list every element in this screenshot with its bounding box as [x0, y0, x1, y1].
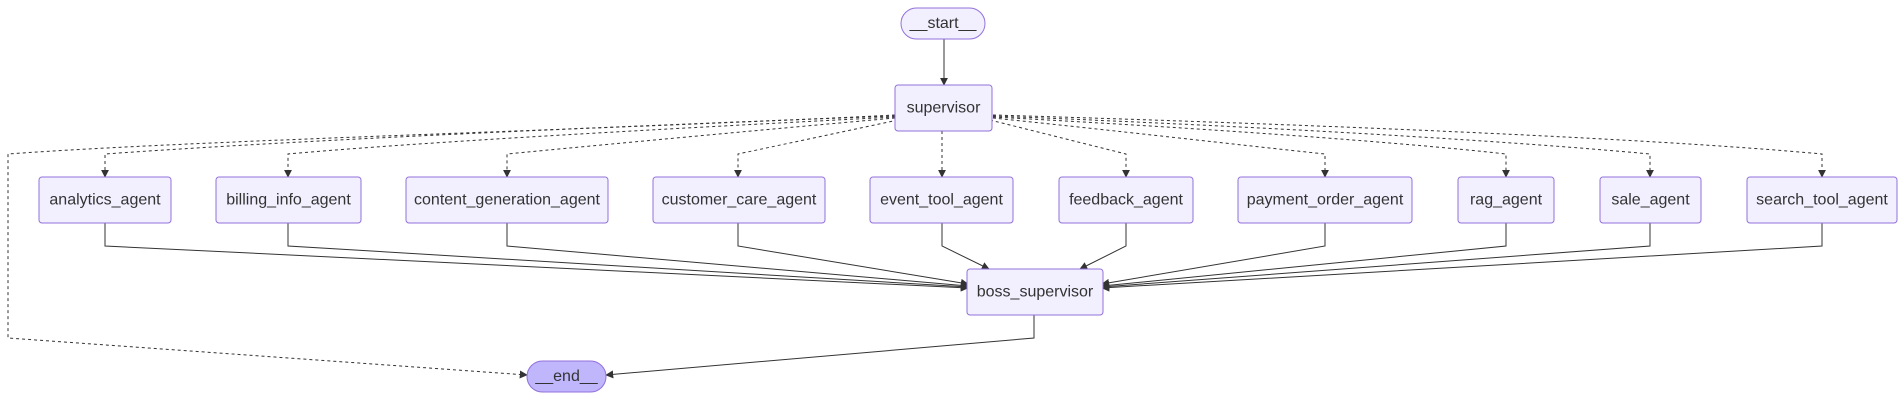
edge-payment-order-agent-boss-supervisor — [1101, 223, 1326, 287]
edge-supervisor-end — [7, 114, 896, 379]
edge-search-tool-agent-boss-supervisor — [1101, 223, 1823, 292]
node-boss-supervisor-label: boss_supervisor — [977, 284, 1094, 301]
node-feedback-agent-label: feedback_agent — [1069, 192, 1183, 209]
edge-feedback-agent-boss-supervisor — [1079, 223, 1127, 270]
edge-boss-supervisor-end — [605, 315, 1035, 379]
node-event-tool-agent-label: event_tool_agent — [880, 192, 1003, 209]
edge-billing-info-agent-boss-supervisor — [287, 223, 969, 291]
edge-event-tool-agent-boss-supervisor — [941, 223, 990, 270]
node-sale-agent[interactable]: sale_agent — [1599, 176, 1702, 224]
node-search-tool-agent-label: search_tool_agent — [1756, 192, 1888, 209]
node-billing-info-agent-label: billing_info_agent — [226, 192, 351, 209]
node-end[interactable]: __end__ — [526, 360, 607, 393]
edge-supervisor-content-generation-agent — [503, 117, 896, 178]
node-boss-supervisor[interactable]: boss_supervisor — [966, 268, 1104, 316]
node-start-label: __start__ — [909, 15, 978, 32]
node-sale-agent-label: sale_agent — [1611, 192, 1690, 209]
edge-supervisor-analytics-agent — [101, 115, 896, 178]
edge-supervisor-customer-care-agent — [734, 119, 899, 178]
node-content-generation-agent-label: content_generation_agent — [414, 192, 600, 209]
node-payment-order-agent[interactable]: payment_order_agent — [1237, 176, 1413, 224]
edge-rag-agent-boss-supervisor — [1101, 223, 1507, 290]
node-rag-agent[interactable]: rag_agent — [1457, 176, 1555, 224]
node-search-tool-agent[interactable]: search_tool_agent — [1746, 176, 1898, 224]
node-content-generation-agent[interactable]: content_generation_agent — [405, 176, 609, 224]
edge-supervisor-sale-agent — [992, 115, 1654, 178]
edge-sale-agent-boss-supervisor — [1101, 223, 1651, 291]
edge-supervisor-billing-info-agent — [284, 116, 896, 178]
node-rag-agent-label: rag_agent — [1470, 192, 1543, 209]
node-start[interactable]: __start__ — [900, 7, 986, 40]
node-payment-order-agent-label: payment_order_agent — [1247, 192, 1404, 209]
edge-customer-care-agent-boss-supervisor — [737, 223, 969, 287]
edge-analytics-agent-boss-supervisor — [104, 223, 969, 292]
node-billing-info-agent[interactable]: billing_info_agent — [215, 176, 362, 224]
node-feedback-agent[interactable]: feedback_agent — [1058, 176, 1194, 224]
node-event-tool-agent[interactable]: event_tool_agent — [869, 176, 1014, 224]
edges — [7, 39, 1826, 379]
node-supervisor-label: supervisor — [907, 100, 981, 117]
node-end-label: __end__ — [534, 368, 598, 385]
node-customer-care-agent-label: customer_care_agent — [662, 192, 817, 209]
edge-supervisor-payment-order-agent — [992, 117, 1329, 178]
edge-supervisor-search-tool-agent — [992, 114, 1826, 178]
node-analytics-agent[interactable]: analytics_agent — [38, 176, 172, 224]
node-analytics-agent-label: analytics_agent — [49, 192, 161, 209]
edge-supervisor-rag-agent — [992, 116, 1510, 178]
edge-content-generation-agent-boss-supervisor — [506, 223, 969, 290]
edge-supervisor-feedback-agent — [989, 119, 1130, 178]
node-customer-care-agent[interactable]: customer_care_agent — [652, 176, 826, 224]
node-supervisor[interactable]: supervisor — [894, 84, 993, 132]
